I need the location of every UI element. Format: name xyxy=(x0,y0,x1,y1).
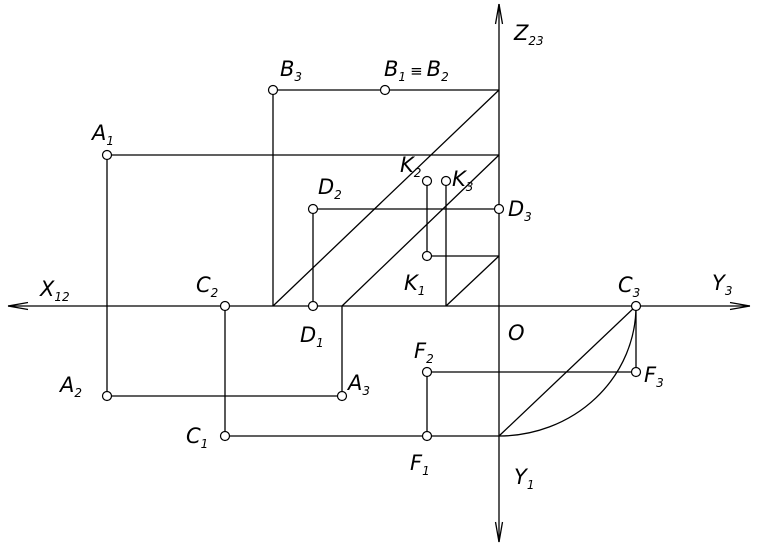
label-c3: C3 xyxy=(618,273,640,300)
label-k3: K3 xyxy=(452,167,473,194)
point-b1-b2 xyxy=(379,84,391,96)
label-x12: X12 xyxy=(39,277,70,304)
label-k2: K2 xyxy=(400,153,421,180)
label-a3: A3 xyxy=(346,371,370,398)
label-b3: B3 xyxy=(280,57,302,84)
label-d1: D1 xyxy=(300,323,324,350)
point-f1 xyxy=(421,430,433,442)
y3-arrow xyxy=(729,301,751,311)
point-k1 xyxy=(421,250,433,262)
point-f2 xyxy=(421,366,433,378)
label-f1: F1 xyxy=(410,451,430,478)
label-c2: C2 xyxy=(196,273,218,300)
construction-lines xyxy=(106,89,637,437)
label-b1-b2: B1≡B2 xyxy=(384,57,449,84)
label-origin: O xyxy=(508,321,525,345)
label-d2: D2 xyxy=(318,175,342,202)
point-k2 xyxy=(421,175,433,187)
label-f2: F2 xyxy=(414,339,434,366)
label-k1: K1 xyxy=(404,271,425,298)
label-c1: C1 xyxy=(186,424,208,451)
label-d3: D3 xyxy=(508,197,532,224)
point-a1 xyxy=(101,149,113,161)
label-y1: Y1 xyxy=(514,465,534,492)
point-d3 xyxy=(493,203,505,215)
label-z23: Z23 xyxy=(513,21,544,48)
point-a2 xyxy=(101,390,113,402)
label-a1: A1 xyxy=(90,121,114,148)
point-c2 xyxy=(219,300,231,312)
point-a3 xyxy=(336,390,348,402)
point-c3 xyxy=(630,300,642,312)
z23-arrow xyxy=(494,3,504,25)
point-d2 xyxy=(307,203,319,215)
label-a2: A2 xyxy=(58,373,82,400)
label-f3: F3 xyxy=(644,363,664,390)
point-k3 xyxy=(440,175,452,187)
point-b3 xyxy=(267,84,279,96)
point-d1 xyxy=(307,300,319,312)
point-c1 xyxy=(219,430,231,442)
point-f3 xyxy=(630,366,642,378)
x12-arrow xyxy=(7,301,29,311)
label-y3: Y3 xyxy=(712,271,732,298)
y1-arrow xyxy=(494,521,504,543)
